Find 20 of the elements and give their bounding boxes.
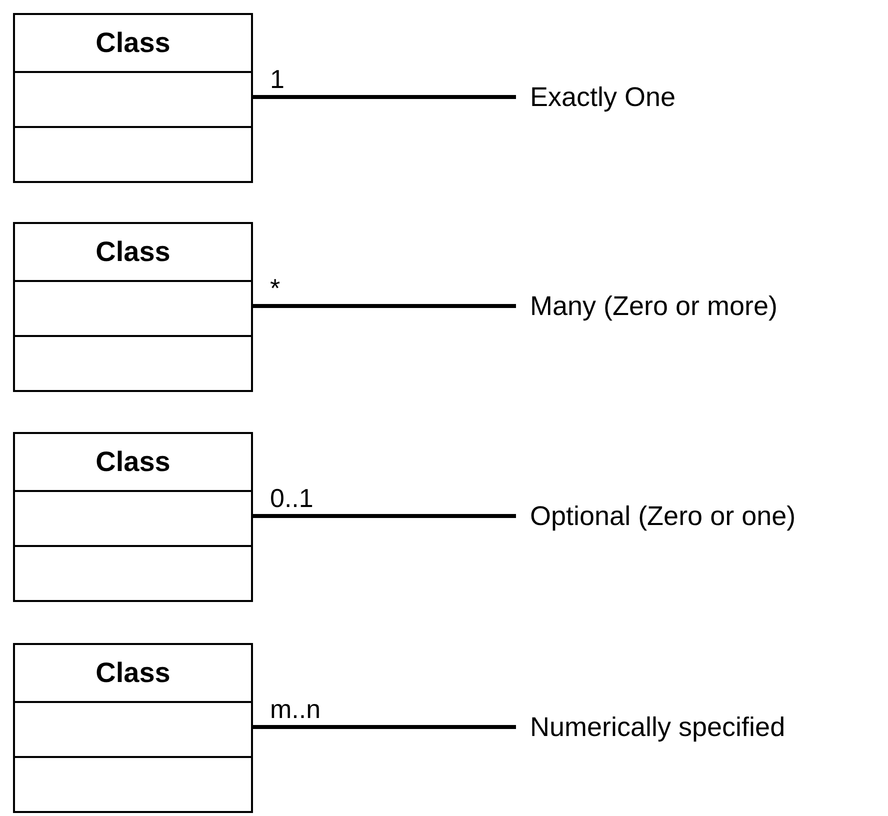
class-box	[13, 13, 253, 183]
association-line	[253, 514, 516, 518]
class-name: Class	[96, 236, 170, 268]
multiplicity-label: *	[270, 274, 280, 302]
association-line	[253, 95, 516, 99]
multiplicity-label: 1	[270, 65, 284, 93]
description-text: Numerically specified	[530, 711, 786, 743]
association-line	[253, 304, 516, 308]
description-text: Many (Zero or more)	[530, 290, 778, 322]
class-name: Class	[96, 657, 170, 689]
multiplicity-label: m..n	[270, 695, 321, 723]
class-box	[13, 222, 253, 392]
description-text: Exactly One	[530, 81, 676, 113]
class-name: Class	[96, 27, 170, 59]
class-box	[13, 643, 253, 813]
class-name: Class	[96, 446, 170, 478]
association-line	[253, 725, 516, 729]
class-box	[13, 432, 253, 602]
multiplicity-label: 0..1	[270, 484, 314, 512]
description-text: Optional (Zero or one)	[530, 500, 796, 532]
